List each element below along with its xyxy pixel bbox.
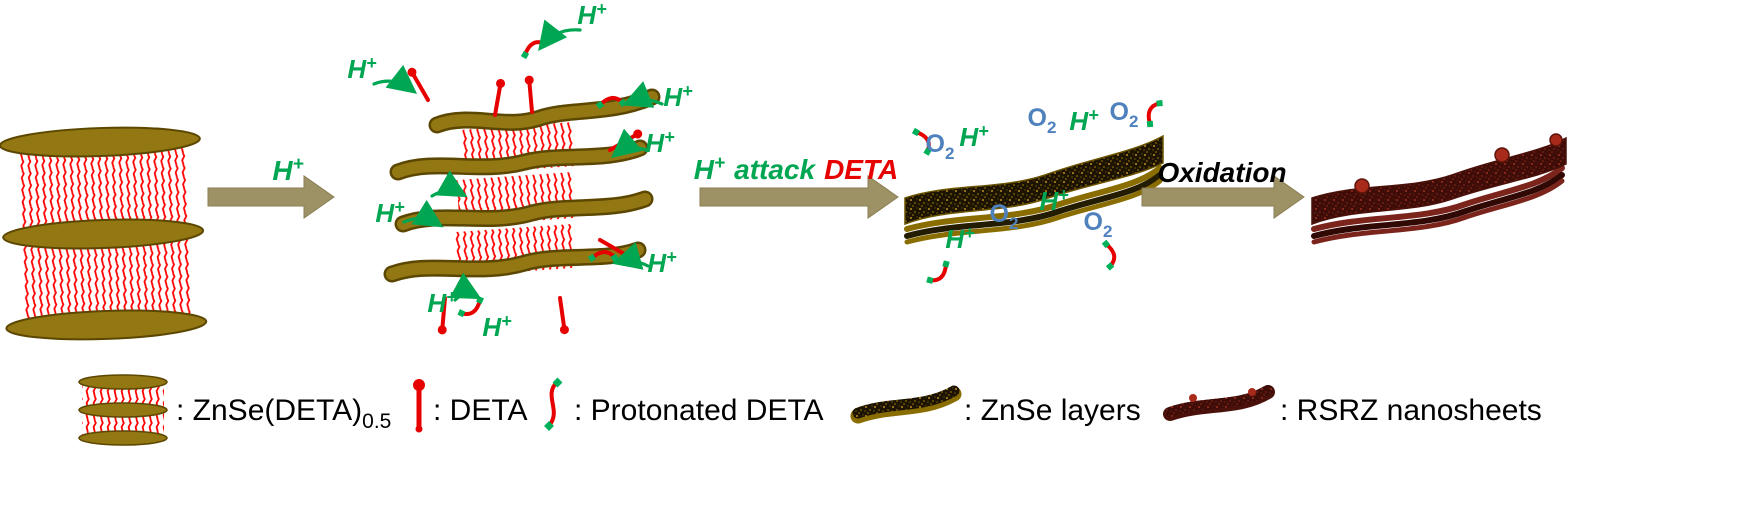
legend: : ZnSe(DETA)0.5 : DETA : Protonated DETA… bbox=[78, 374, 1542, 446]
h-plus-label: H+ bbox=[645, 127, 675, 158]
o2-label: O2 bbox=[1028, 104, 1057, 137]
h-plus-label: H+ bbox=[577, 0, 607, 30]
h-plus-attack-arrow bbox=[402, 199, 444, 228]
h-plus-attack-arrow bbox=[372, 64, 418, 94]
layer-edge bbox=[1311, 165, 1565, 232]
znse-layer-slab bbox=[2, 218, 205, 250]
legend-rsrz-label: : RSRZ nanosheets bbox=[1280, 394, 1542, 427]
deta-molecule bbox=[488, 76, 508, 118]
layer-edge bbox=[904, 178, 1163, 245]
h-plus-label: H+ bbox=[647, 247, 677, 278]
h-plus-label: H+ bbox=[482, 311, 512, 342]
selenium-sphere bbox=[1549, 133, 1563, 147]
h-plus-label: H+ bbox=[375, 197, 405, 228]
h-plus-attack-arrow bbox=[430, 170, 468, 198]
deta-pillars bbox=[20, 237, 192, 327]
deta-molecule bbox=[553, 295, 572, 337]
h-plus-label: H+ bbox=[427, 287, 457, 318]
h-plus-label: H+ bbox=[1069, 105, 1099, 136]
arrow-oxidation: Oxidation bbox=[1141, 157, 1305, 219]
legend-rsrz-icon bbox=[1163, 385, 1275, 421]
h-plus-label: H+ bbox=[347, 53, 377, 84]
legend-znse-layers-label: : ZnSe layers bbox=[964, 394, 1141, 427]
protonated-deta-end bbox=[552, 377, 563, 388]
deta-molecule bbox=[403, 64, 434, 105]
protonated-deta-molecule bbox=[919, 256, 957, 288]
rsrz-top bbox=[1165, 385, 1273, 417]
legend-protonated-deta-label: : Protonated DETA bbox=[574, 394, 824, 427]
h-plus-label: H+ bbox=[959, 121, 989, 152]
znse-layers-structure: O2 O2 O2 O2 O2 H+ H+ H+ H+ bbox=[904, 95, 1173, 288]
selenium-sphere bbox=[1248, 388, 1256, 396]
layer-edge bbox=[1311, 178, 1565, 245]
deta-dot bbox=[413, 379, 425, 391]
block-arrow-shape bbox=[207, 175, 335, 219]
znse-layer-slab bbox=[5, 309, 208, 341]
deta-dot bbox=[415, 425, 423, 433]
protonated-deta-curve bbox=[547, 380, 559, 428]
rsrz-nanosheets-structure bbox=[1311, 133, 1567, 245]
layer-edge bbox=[904, 172, 1163, 239]
selenium-sphere bbox=[1494, 147, 1510, 163]
layer-edge bbox=[1311, 172, 1565, 239]
h-plus-label: H+ bbox=[272, 154, 303, 186]
deta-molecule bbox=[522, 73, 539, 115]
layer-edge bbox=[904, 165, 1163, 232]
protonated-deta-end bbox=[544, 421, 554, 431]
block-arrow-shape bbox=[699, 175, 899, 219]
legend-protonated-deta-icon bbox=[544, 377, 563, 431]
o2-label: O2 bbox=[926, 130, 955, 163]
znse-deta-structure bbox=[0, 126, 208, 341]
legend-znse-deta-icon bbox=[78, 374, 168, 446]
h-plus-attack-arrow bbox=[538, 19, 582, 52]
h-plus-label: H+ bbox=[663, 81, 693, 112]
protonated-deta-molecule bbox=[1137, 95, 1173, 132]
znse-layer-slab bbox=[78, 374, 168, 390]
exfoliating-structure: H+ H+ H+ H+ H+ H+ H+ H+ bbox=[347, 0, 693, 342]
h-plus-label: H+ bbox=[1039, 185, 1069, 216]
o2-label: O2 bbox=[1084, 208, 1113, 241]
deta-pillars bbox=[17, 145, 189, 237]
h-plus-attack-arrow bbox=[611, 242, 650, 270]
legend-znse-deta-label: : ZnSe(DETA)0.5 bbox=[176, 394, 391, 433]
znse-layer-slab bbox=[78, 402, 168, 418]
protonated-deta-molecule bbox=[1097, 237, 1119, 274]
selenium-sphere bbox=[1354, 178, 1370, 194]
block-arrow-shape bbox=[1141, 175, 1305, 219]
legend-deta-icon bbox=[413, 379, 425, 433]
legend-znse-layers-icon bbox=[850, 385, 962, 424]
h-plus-attack-arrow bbox=[622, 81, 664, 108]
oxidation-label: Oxidation bbox=[1157, 157, 1286, 188]
znse-layer-slab bbox=[78, 430, 168, 446]
legend-deta-label: : DETA bbox=[433, 394, 527, 427]
o2-label: O2 bbox=[1110, 98, 1139, 131]
znse-layer-slab bbox=[0, 126, 201, 158]
h-plus-attack-arrow bbox=[449, 272, 482, 302]
selenium-sphere bbox=[1189, 394, 1197, 402]
o2-label: O2 bbox=[990, 200, 1019, 233]
znse-layer-top bbox=[852, 385, 960, 419]
arrow-h-plus: H+ bbox=[207, 154, 335, 219]
znse-nanosheet bbox=[904, 134, 1164, 226]
h-plus-attack-arrow bbox=[611, 128, 648, 159]
h-plus-label: H+ bbox=[945, 223, 975, 254]
